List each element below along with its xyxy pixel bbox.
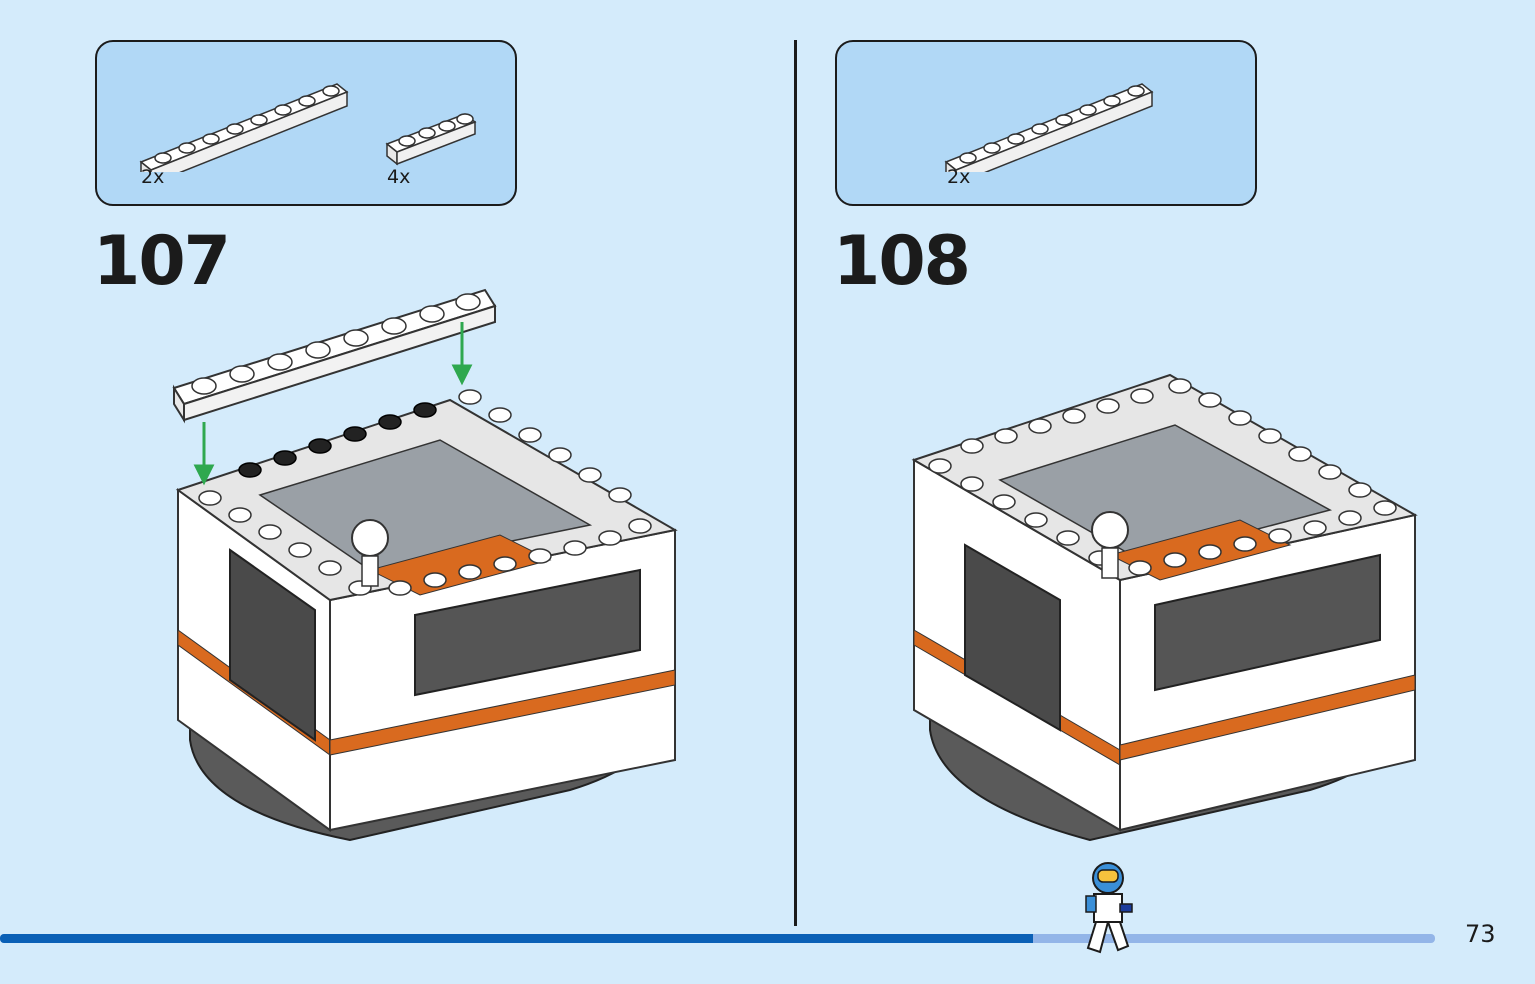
part-count: 2x: [141, 166, 165, 188]
astronaut-mascot-icon: [1085, 862, 1133, 954]
step-107: 2x 4x 107: [0, 0, 760, 984]
placement-arrows: [193, 322, 473, 486]
step-divider: [794, 40, 797, 926]
model-assembly-illustration: [911, 373, 1418, 842]
plate-1x8-part-icon: [139, 83, 349, 172]
step-number: 107: [93, 222, 231, 301]
parts-callout: 2x 4x: [95, 40, 517, 206]
plate-1x8-part-icon: [944, 83, 1154, 172]
parts-callout: 2x: [835, 40, 1257, 206]
step-number: 108: [833, 222, 971, 301]
page-number: 73: [1465, 920, 1496, 948]
model-assembly-illustration: [172, 288, 678, 842]
part-count: 4x: [387, 166, 411, 188]
progress-bar: [0, 934, 1435, 943]
progress-fill: [0, 934, 1034, 943]
plate-1x4-part-icon: [385, 113, 477, 166]
step-108: 2x 108: [740, 0, 1500, 984]
part-count: 2x: [947, 166, 971, 188]
